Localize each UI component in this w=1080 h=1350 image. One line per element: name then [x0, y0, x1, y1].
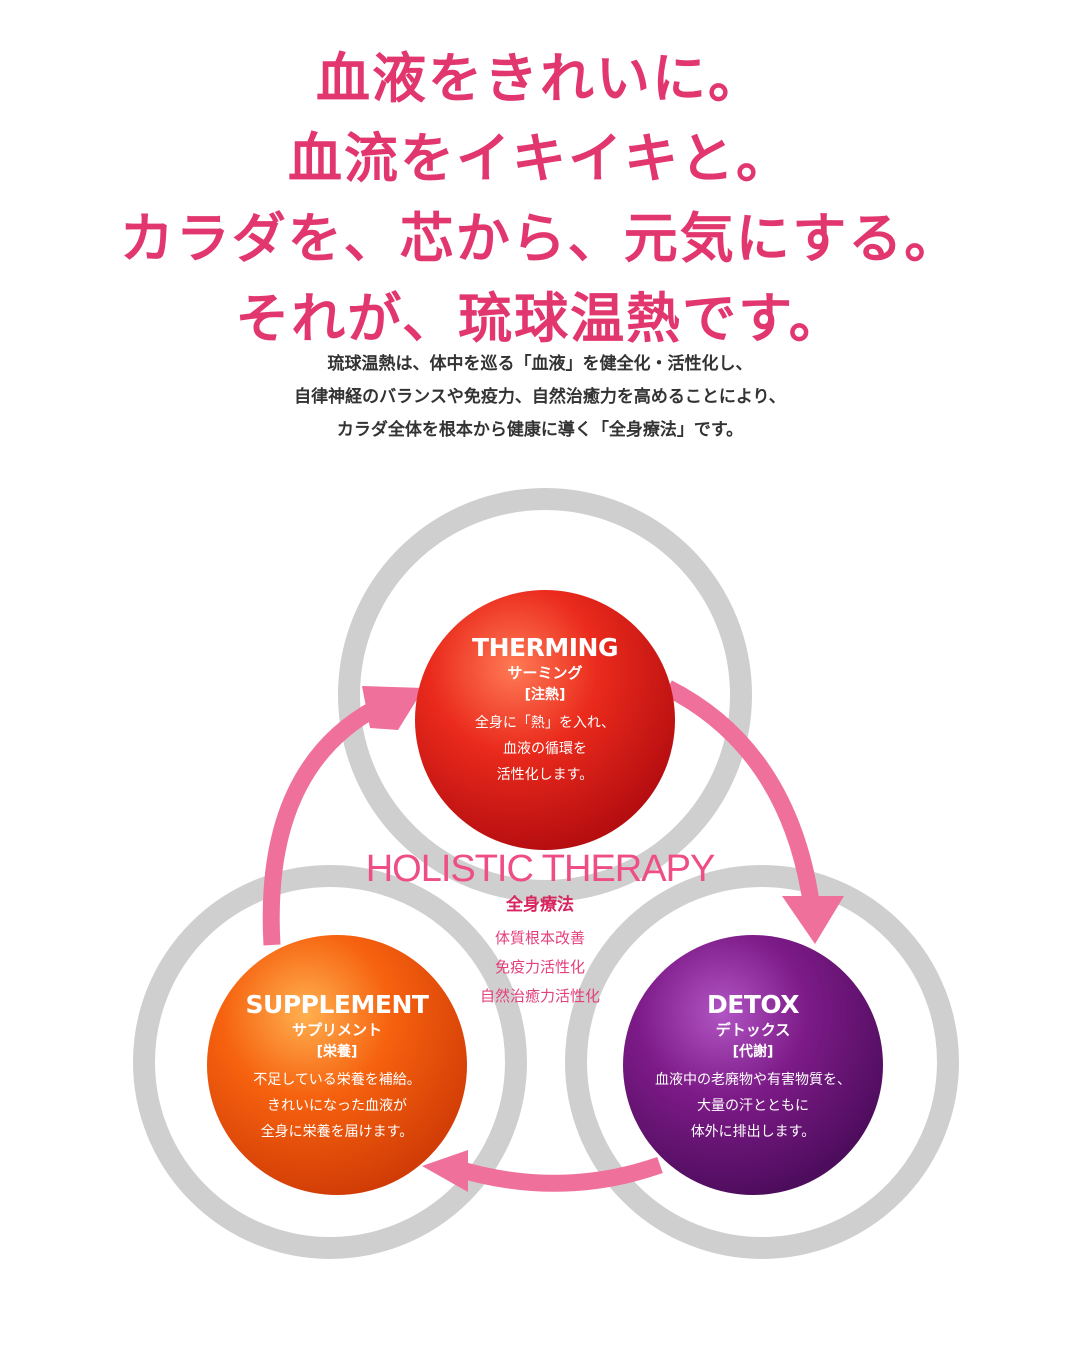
- therming-desc-line: 活性化します。: [496, 767, 594, 783]
- arrowhead-left-icon: [422, 1150, 468, 1192]
- intro-text: 琉球温熱は、体中を巡る「血液」を健全化・活性化し、 自律神経のバランスや免疫力、…: [0, 348, 1080, 447]
- arrow-therming-to-detox: [664, 680, 821, 910]
- headline-line: カラダを、芯から、元気にする。: [119, 206, 961, 270]
- arrowhead-up-icon: [362, 686, 424, 730]
- therming-title: THERMING: [472, 633, 618, 662]
- benefit-item: 自然治癒力活性化: [479, 987, 600, 1005]
- therming-desc-line: 血液の循環を: [503, 741, 587, 757]
- therming-description: 全身に「熱」を入れ、 血液の循環を 活性化します。: [415, 710, 675, 788]
- therming-kana: サーミング: [507, 664, 583, 682]
- arrow-heads: [362, 686, 844, 1192]
- arrow-supplement-to-therming: [262, 700, 381, 946]
- therming-label: THERMING サーミング [注熱] 全身に「熱」を入れ、 血液の循環を 活性…: [415, 633, 675, 788]
- supplement-description: 不足している栄養を補給。 きれいになった血液が 全身に栄養を届けます。: [207, 1067, 467, 1145]
- therming-desc-line: 全身に「熱」を入れ、: [474, 715, 616, 731]
- detox-kana: デトックス: [715, 1021, 791, 1039]
- supplement-kana: サプリメント: [291, 1021, 382, 1039]
- benefit-item: 体質根本改善: [494, 929, 585, 947]
- therming-kanji: [注熱]: [524, 687, 566, 703]
- headline-line: 血流をイキイキと。: [288, 126, 792, 190]
- intro-line: 琉球温熱は、体中を巡る「血液」を健全化・活性化し、: [327, 354, 753, 374]
- detox-desc-line: 体外に排出します。: [690, 1124, 816, 1140]
- headline: 血液をきれいに。 血流をイキイキと。 カラダを、芯から、元気にする。 それが、琉…: [0, 38, 1080, 358]
- ring-top: [338, 488, 752, 902]
- detox-label: DETOX デトックス [代謝] 血液中の老廃物や有害物質を、 大量の汗とともに…: [623, 990, 883, 1145]
- supplement-desc-line: 全身に栄養を届けます。: [260, 1124, 414, 1140]
- center-label: HOLISTIC THERAPY 全身療法 体質根本改善 免疫力活性化 自然治癒…: [340, 846, 740, 1011]
- holistic-therapy-title: HOLISTIC THERAPY: [365, 848, 716, 890]
- ring-right: [565, 865, 959, 1259]
- supplement-label: SUPPLEMENT サプリメント [栄養] 不足している栄養を補給。 きれいに…: [207, 990, 467, 1145]
- detox-kanji: [代謝]: [732, 1044, 774, 1060]
- supplement-sphere: [207, 935, 467, 1195]
- intro-line: 自律神経のバランスや免疫力、自然治癒力を高めることにより、: [294, 387, 786, 407]
- supplement-desc-line: 不足している栄養を補給。: [253, 1072, 421, 1088]
- benefit-list: 体質根本改善 免疫力活性化 自然治癒力活性化: [340, 924, 740, 1011]
- detox-desc-line: 大量の汗とともに: [697, 1098, 809, 1114]
- holistic-therapy-subtitle: 全身療法: [506, 895, 574, 915]
- headline-line: 血液をきれいに。: [316, 46, 764, 110]
- benefit-item: 免疫力活性化: [494, 958, 585, 976]
- background-rings: [133, 488, 959, 1259]
- detox-desc-line: 血液中の老廃物や有害物質を、: [655, 1072, 851, 1088]
- headline-line: それが、琉球温熱です。: [235, 286, 845, 350]
- detox-description: 血液中の老廃物や有害物質を、 大量の汗とともに 体外に排出します。: [623, 1067, 883, 1145]
- detox-title: DETOX: [706, 990, 800, 1019]
- therming-sphere: [415, 590, 675, 850]
- arrow-detox-to-supplement: [452, 1156, 663, 1192]
- arrowhead-down-icon: [782, 896, 844, 944]
- ring-left: [133, 865, 527, 1259]
- supplement-title: SUPPLEMENT: [245, 990, 429, 1019]
- intro-line: カラダ全体を根本から健康に導く「全身療法」です。: [336, 420, 744, 440]
- detox-sphere: [623, 935, 883, 1195]
- supplement-kanji: [栄養]: [316, 1044, 358, 1060]
- cycle-arrows: [262, 680, 821, 1192]
- supplement-desc-line: きれいになった血液が: [267, 1098, 407, 1114]
